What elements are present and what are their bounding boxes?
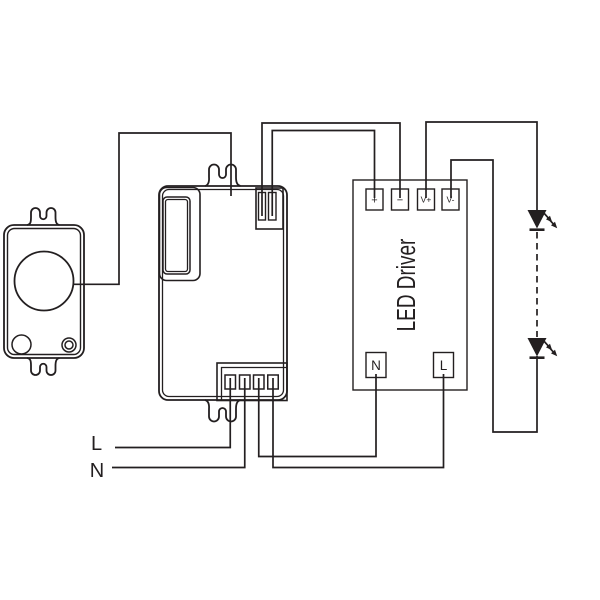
- sensor-strain-relief-top-icon: [26, 207, 60, 226]
- controller-output-block-bevel: [220, 366, 287, 400]
- wire-minus: [261, 122, 401, 216]
- controller-output-terminal-block: [216, 362, 288, 402]
- sensor-mount-hole: [11, 334, 32, 355]
- terminal-neutral-label: N: [371, 358, 381, 373]
- wire-plus: [271, 129, 376, 216]
- controller-label-window-inner: [164, 198, 189, 273]
- live-input-label: L: [91, 433, 102, 455]
- sensor-body: [3, 224, 85, 359]
- controller-device: [158, 163, 288, 423]
- wire-neutral-input: [112, 378, 246, 469]
- led-1-emission-arrow-icon: [544, 214, 561, 231]
- sensor-strain-relief-bottom-icon: [26, 357, 60, 376]
- neutral-input-label: N: [90, 460, 104, 482]
- controller-side-panel: [158, 186, 201, 282]
- led-2-triangle-icon: [527, 338, 547, 357]
- wire-live-input: [115, 378, 232, 449]
- controller-label-window: [162, 196, 191, 275]
- terminal-plus-label: +: [371, 195, 377, 207]
- controller-body-inner: [161, 188, 285, 398]
- wire-vplus-led: [425, 121, 538, 210]
- sensor-lens: [13, 250, 75, 312]
- led-driver-label: LED Driver: [391, 238, 421, 331]
- motion-sensor-device: [3, 207, 85, 376]
- wire-driver-live: [272, 374, 445, 469]
- wire-driver-neutral: [257, 374, 377, 458]
- controller-input-terminal-block: [255, 187, 284, 230]
- wires: [73, 121, 538, 469]
- led-driver-box: [352, 179, 468, 391]
- led-1: [527, 208, 561, 231]
- sensor-indicator-outer: [61, 337, 77, 353]
- terminal-vplus-label: V+: [421, 195, 432, 205]
- sensor-body-inner: [6, 227, 82, 356]
- sensor-indicator-inner: [64, 340, 74, 350]
- led-2-emission-arrow-icon: [544, 342, 561, 359]
- controller-strain-relief-bottom-icon: [204, 399, 241, 423]
- controller-strain-relief-top-icon: [204, 163, 241, 187]
- terminal-live-label: L: [440, 358, 448, 373]
- wire-led-return: [450, 159, 538, 433]
- wire-sensor-signal: [73, 132, 232, 286]
- terminal-vminus-label: V-: [446, 195, 454, 205]
- led-2: [527, 336, 561, 360]
- led-1-triangle-icon: [527, 210, 547, 229]
- terminal-minus-label: −: [397, 195, 403, 207]
